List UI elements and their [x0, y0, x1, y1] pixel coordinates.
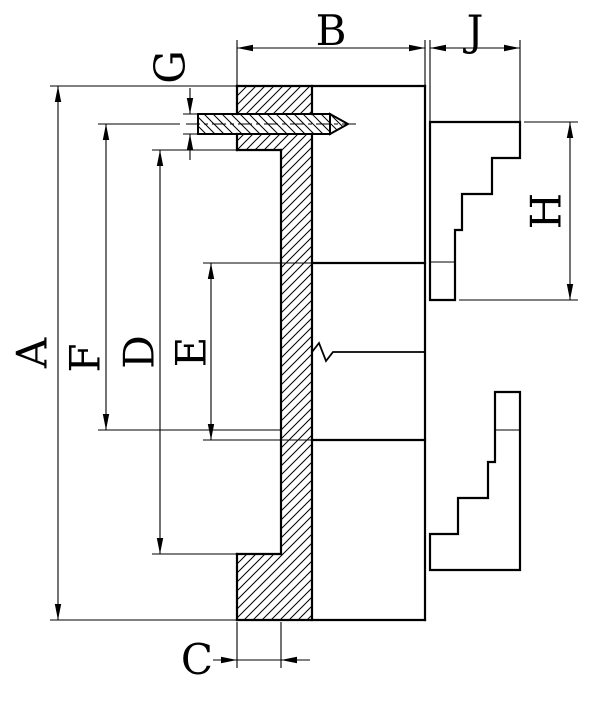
arrowhead: [566, 122, 574, 138]
arrowhead: [409, 44, 425, 52]
ext-lines-A: [50, 85, 237, 621]
hatch-bottom-block: [237, 554, 312, 620]
arrowhead: [102, 124, 110, 140]
arrowhead: [504, 44, 520, 52]
dimension-B: B: [236, 6, 426, 86]
dimension-F: F: [61, 123, 281, 431]
dimension-G: G: [146, 50, 198, 160]
dim-label-a: A: [8, 337, 57, 369]
ext-lines-D: [152, 149, 237, 555]
arrowhead: [221, 656, 237, 664]
dimension-J: J: [429, 6, 521, 122]
top-jaw: [428, 120, 522, 302]
dimension-D: D: [115, 149, 237, 555]
dim-label-g: G: [146, 50, 195, 84]
dim-label-e: E: [167, 337, 216, 368]
arrowhead: [281, 656, 297, 664]
arrowhead: [102, 414, 110, 430]
arrowhead: [186, 98, 194, 114]
arrowhead: [237, 44, 253, 52]
ext-lines-C: [236, 622, 282, 668]
arrowhead: [566, 284, 574, 300]
ext-lines-J: [429, 40, 521, 122]
dim-label-f: F: [61, 343, 110, 372]
hatch-below-bolt: [237, 134, 312, 150]
dim-label-h: H: [522, 193, 571, 230]
dimension-A: A: [8, 85, 237, 621]
dim-label-d: D: [115, 335, 164, 369]
arrowhead: [54, 86, 62, 102]
arrowhead: [430, 44, 446, 52]
dim-label-j: J: [463, 6, 484, 55]
ext-lines-F: [98, 123, 281, 431]
bottom-jaw-stepped-profile: [428, 390, 522, 572]
hatch-disc-column: [281, 150, 312, 554]
chuck-body-outline: [235, 84, 427, 622]
arrowhead: [207, 424, 215, 440]
dim-label-b: B: [316, 6, 347, 55]
mounting-bolt: [186, 112, 356, 136]
bore-step-break-line: [310, 341, 426, 363]
ext-lines-H: [459, 121, 578, 301]
top-jaw-stepped-profile: [428, 120, 522, 302]
dim-label-c: C: [181, 635, 213, 684]
arrowhead: [54, 604, 62, 620]
bottom-jaw: [428, 390, 522, 572]
dimension-C: C: [181, 622, 310, 684]
backplate-section-hatching: [237, 86, 312, 620]
arrowhead: [156, 150, 164, 166]
arrowhead: [186, 134, 194, 150]
dimension-E: E: [167, 262, 312, 441]
arrowhead: [207, 263, 215, 279]
ext-lines-E: [203, 262, 312, 441]
dimension-H: H: [459, 121, 578, 301]
hatch-top-block: [237, 86, 312, 114]
arrowhead: [156, 538, 164, 554]
